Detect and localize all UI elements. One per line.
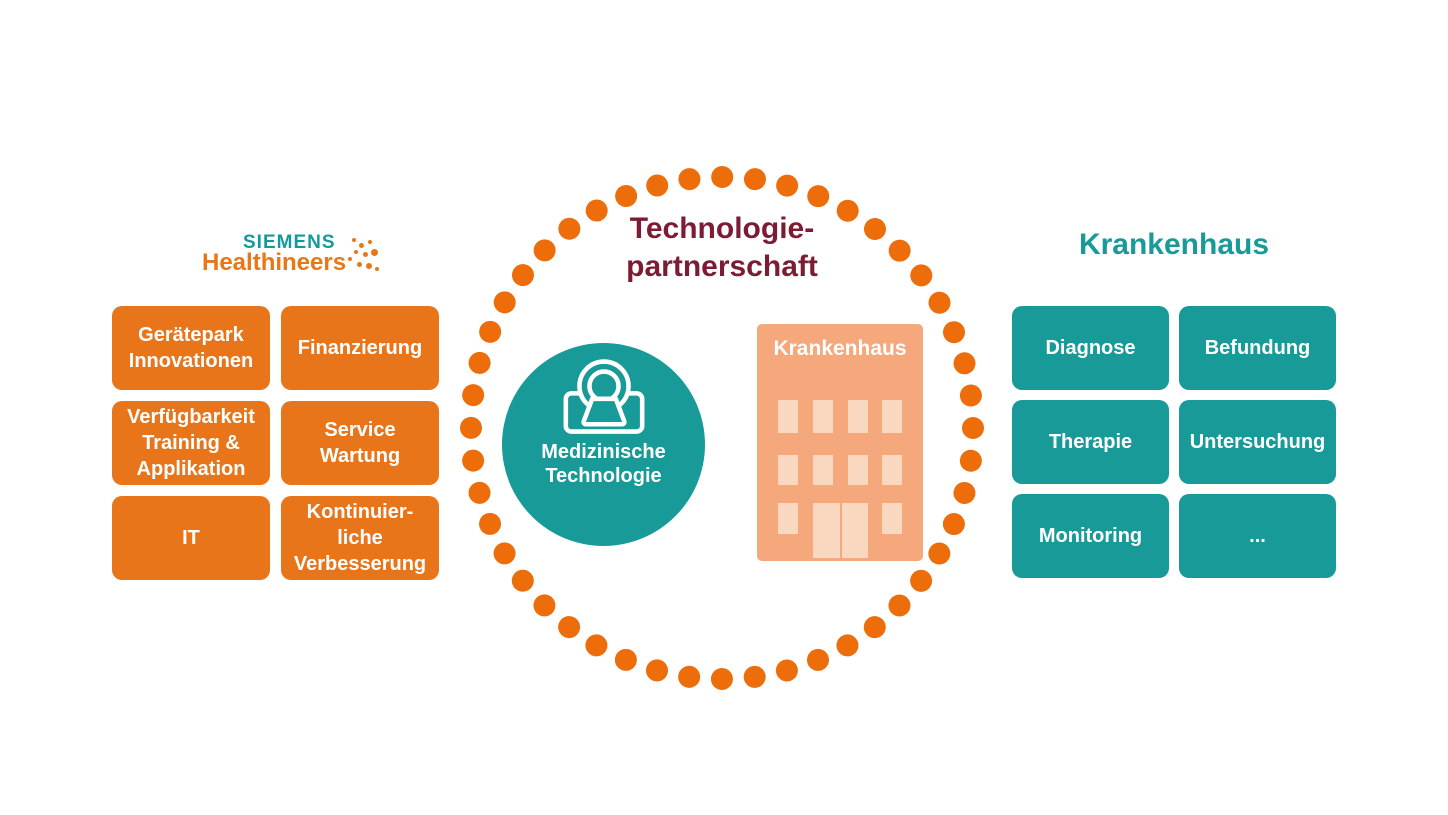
service-box-finanzierung: Finanzierung <box>281 306 439 390</box>
logo-dots-icon <box>348 236 384 274</box>
hospital-building: Krankenhaus <box>757 324 923 561</box>
hospital-heading: Krankenhaus <box>1078 228 1270 261</box>
building-door <box>813 503 840 558</box>
partnership-title: Technologie- partnerschaft <box>626 212 818 283</box>
building-window <box>778 503 798 534</box>
activity-box-befundung: Befundung <box>1179 306 1336 390</box>
activity-box-therapie: Therapie <box>1012 400 1169 484</box>
building-window <box>778 400 798 433</box>
building-door <box>842 503 868 558</box>
partnership-dotted-ring <box>460 166 984 690</box>
activity-box-untersuchung: Untersuchung <box>1179 400 1336 484</box>
service-box-verbesserung: Kontinuier- liche Verbesserung <box>281 496 439 580</box>
activity-box-more: ... <box>1179 494 1336 578</box>
building-window <box>813 400 833 433</box>
logo-healthineers-text: Healthineers <box>202 249 347 276</box>
mri-scanner-icon <box>563 359 644 434</box>
logo-siemens-text: SIEMENS <box>243 232 336 253</box>
service-box-verfuegbarkeit: Verfügbarkeit Training & Applikation <box>112 401 270 485</box>
building-window <box>778 455 798 485</box>
activity-box-diagnose: Diagnose <box>1012 306 1169 390</box>
siemens-services-grid: Gerätepark Innovationen Finanzierung Ver… <box>112 306 439 580</box>
building-window <box>882 503 902 534</box>
building-window <box>813 455 833 485</box>
hospital-activities-grid: Diagnose Befundung Therapie Untersuchung… <box>1012 306 1336 578</box>
building-window <box>848 455 868 485</box>
service-box-it: IT <box>112 496 270 580</box>
service-box-geraetepark: Gerätepark Innovationen <box>112 306 270 390</box>
siemens-healthineers-logo: SIEMENS Healthineers <box>202 232 392 280</box>
medical-technology-circle: Medizinische Technologie <box>502 343 705 546</box>
building-window <box>848 400 868 433</box>
building-window <box>882 455 902 485</box>
building-window <box>882 400 902 433</box>
activity-box-monitoring: Monitoring <box>1012 494 1169 578</box>
medical-technology-label: Medizinische Technologie <box>541 441 666 487</box>
service-box-service-wartung: Service Wartung <box>281 401 439 485</box>
hospital-building-label: Krankenhaus <box>773 337 907 360</box>
